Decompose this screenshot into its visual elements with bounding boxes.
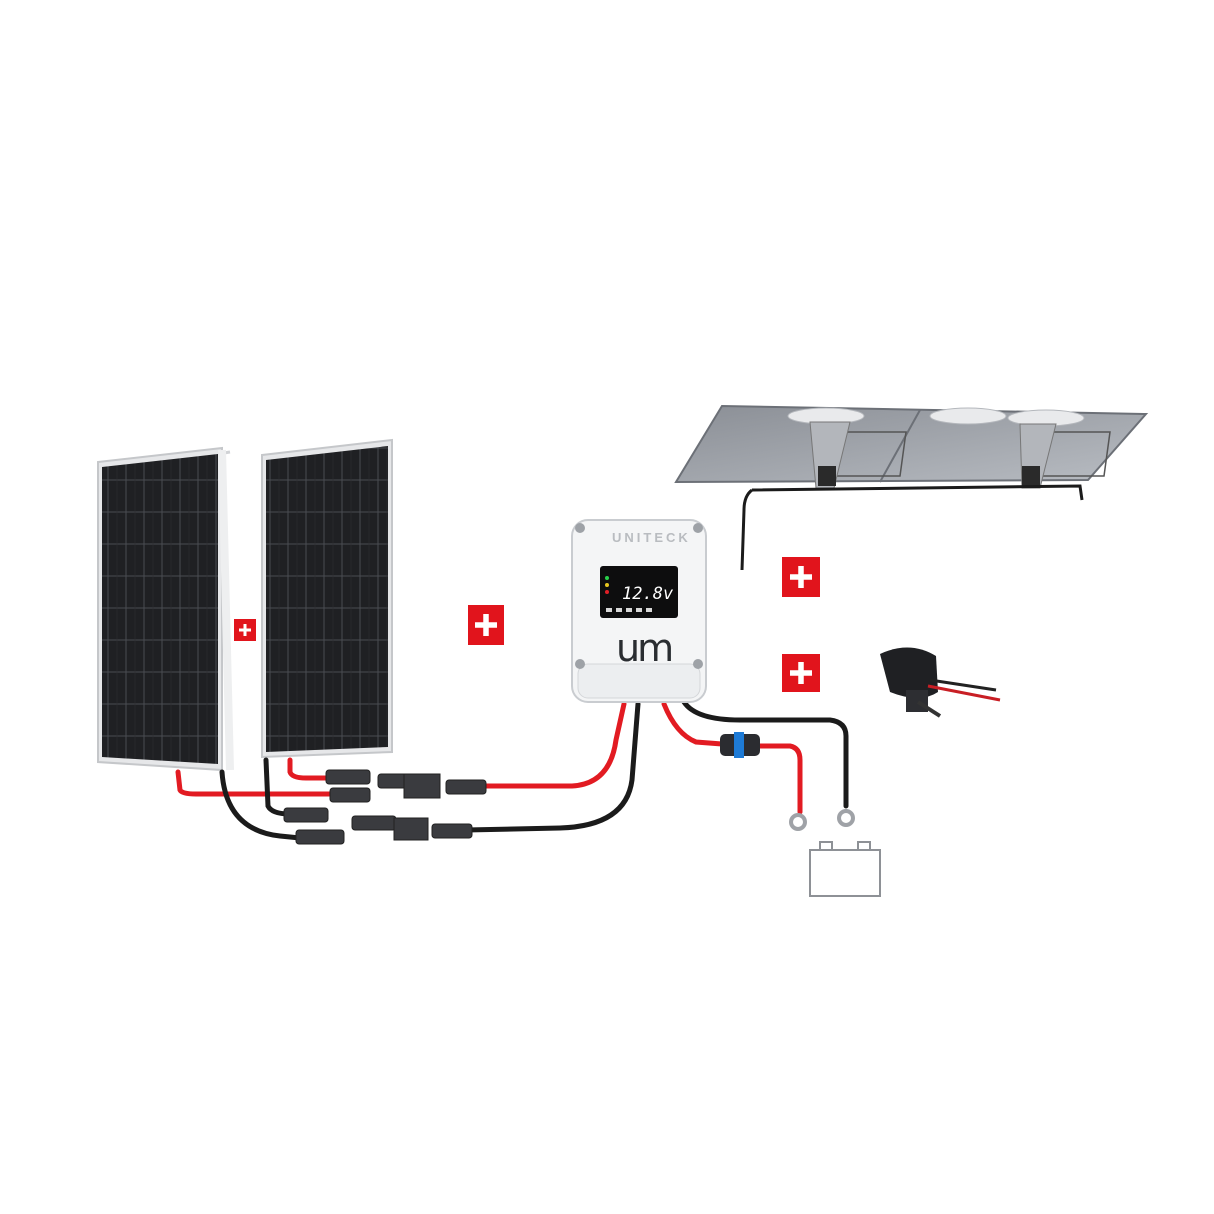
solar-panel-left — [97, 446, 234, 772]
lcd-screen — [600, 566, 678, 618]
solar-panel-right — [261, 438, 393, 759]
plus-badge-controller — [468, 605, 504, 645]
cable-gland-icon — [880, 647, 1001, 718]
roof-mounted-panel — [674, 404, 1149, 571]
fuse-holder-icon — [720, 732, 760, 758]
plus-badge-cable-gland — [782, 654, 820, 692]
red-cables — [175, 701, 803, 815]
controller-logo-mark: um — [616, 626, 674, 670]
mc4-connectors — [283, 769, 487, 845]
charge-controller — [571, 519, 707, 703]
plus-badge-panels — [234, 619, 256, 641]
battery-icon — [809, 841, 881, 897]
plus-icon — [475, 614, 497, 636]
plus-icon — [790, 566, 812, 588]
plus-icon — [790, 662, 812, 684]
controller-brand: UNITECK — [612, 530, 691, 545]
plus-badge-roof-mount — [782, 557, 820, 597]
ring-terminals — [789, 809, 855, 831]
controller-display-value: 12.8v — [622, 584, 674, 604]
plus-icon — [239, 624, 251, 636]
